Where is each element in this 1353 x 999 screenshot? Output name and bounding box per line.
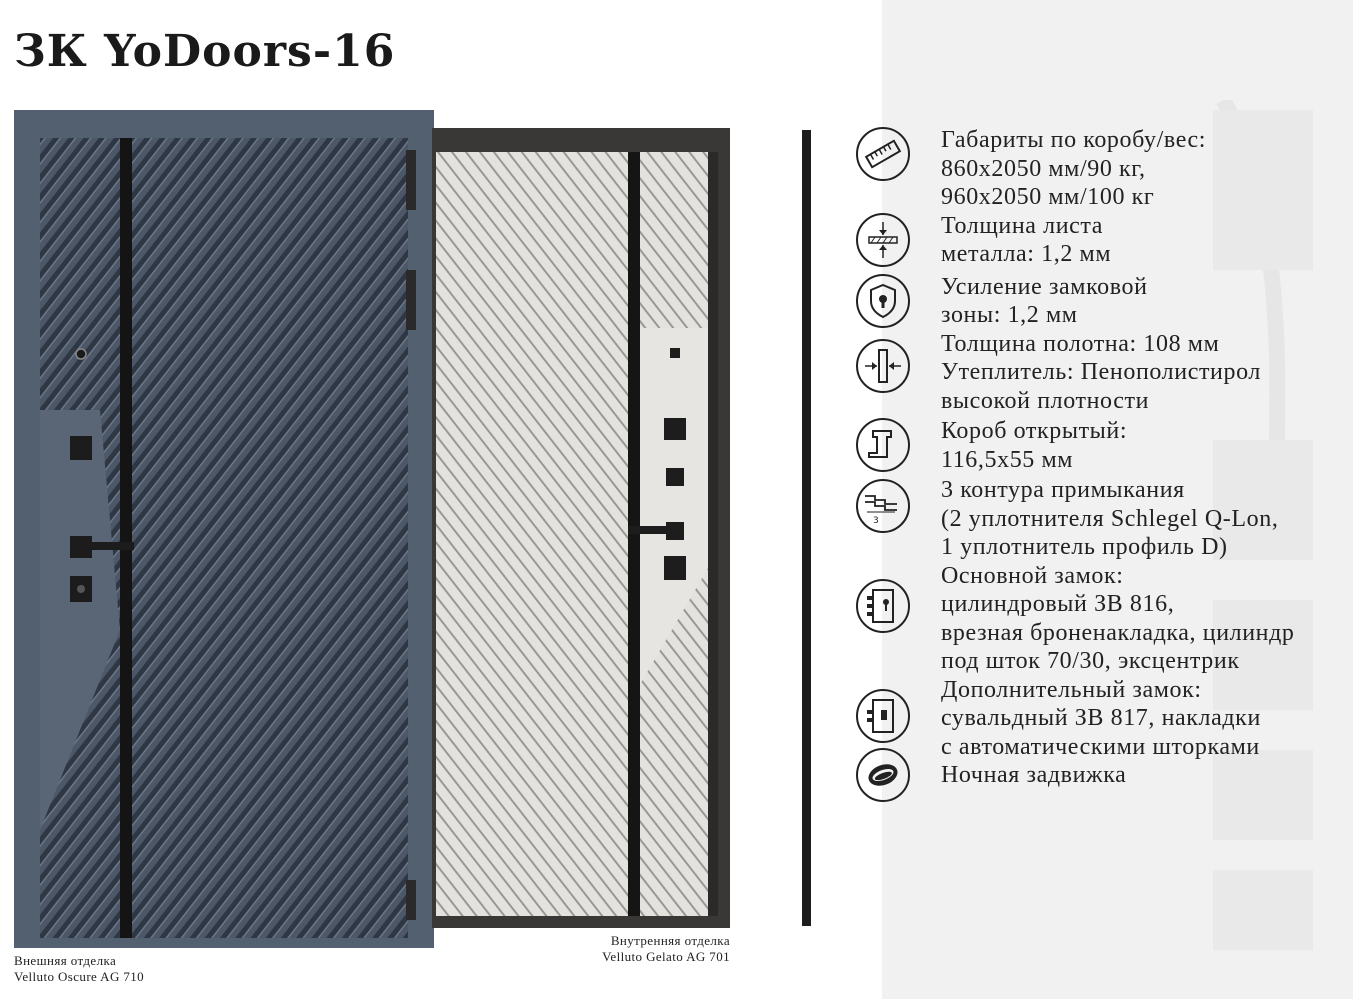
spec-item-dimensions: Габариты по коробу/вес: 860х2050 мм/90 к… <box>855 126 1335 212</box>
sheet-thickness-icon <box>855 212 911 268</box>
spec-line: Утеплитель: Пенополистирол <box>941 359 1261 385</box>
outer-finish-name: Velluto Oscure AG 710 <box>14 969 145 984</box>
spec-line: с автоматическими шторками <box>941 733 1260 760</box>
spec-item-sheet-thickness: Толщина листа металла: 1,2 мм <box>855 212 1335 269</box>
extra-lock-icon <box>855 688 911 744</box>
spec-line: 960х2050 мм/100 кг <box>941 184 1155 210</box>
spec-line: 860х2050 мм/90 кг, <box>941 155 1146 182</box>
brand-watermark <box>1213 100 1313 950</box>
spec-line: 1 уплотнитель профиль D) <box>941 534 1228 560</box>
spec-text: Усиление замковой зоны: 1,2 мм <box>941 273 1148 330</box>
inner-finish-caption: Внутренняя отделка Velluto Gelato AG 701 <box>588 933 730 965</box>
outer-finish-label: Внешняя отделка <box>14 953 117 968</box>
spec-text: Ночная задвижка <box>941 761 1126 790</box>
spec-line: Габариты по коробу/вес: <box>941 127 1207 153</box>
spec-line: металла: 1,2 мм <box>941 241 1112 267</box>
spec-line: Ночная задвижка <box>941 762 1127 788</box>
spec-item-extra-lock: Дополнительный замок: сувальдный ЗВ 817,… <box>855 676 1335 762</box>
page-title: ЗК YoDoors-16 <box>14 26 396 77</box>
spec-item-seal-contours: 3 3 контура примыкания (2 уплотнителя Sc… <box>855 476 1335 562</box>
spec-text: Толщина листа металла: 1,2 мм <box>941 212 1111 269</box>
spec-text: 3 контура примыкания (2 уплотнителя Schl… <box>941 476 1278 562</box>
inner-door-image <box>432 128 730 928</box>
spec-line: 116,5х55 мм <box>941 446 1074 473</box>
spec-line: под шток 70/30, эксцентрик <box>941 648 1240 674</box>
inner-door-drawing <box>432 128 730 928</box>
spec-line: Толщина листа <box>941 212 1104 239</box>
spec-text: Дополнительный замок: сувальдный ЗВ 817,… <box>941 676 1261 762</box>
spec-line: Основной замок: <box>941 562 1124 589</box>
spec-text: Габариты по коробу/вес: 860х2050 мм/90 к… <box>941 126 1206 212</box>
ruler-icon <box>855 126 911 182</box>
outer-finish-caption: Внешняя отделка Velluto Oscure AG 710 <box>14 953 144 985</box>
night-latch-icon <box>855 747 911 803</box>
outer-door-drawing <box>14 110 434 948</box>
spec-text: Толщина полотна: 108 мм Утеплитель: Пено… <box>941 330 1261 416</box>
spec-item-night-latch: Ночная задвижка <box>855 748 1335 803</box>
lock-shield-icon <box>855 273 911 329</box>
outer-door-image <box>14 110 434 948</box>
spec-line: Дополнительный замок: <box>941 676 1202 703</box>
spec-line: Толщина полотна: 108 мм <box>941 330 1220 357</box>
spec-item-lock-zone: Усиление замковой зоны: 1,2 мм <box>855 273 1335 330</box>
spec-item-main-lock: Основной замок: цилиндровый ЗВ 816, врез… <box>855 562 1335 676</box>
spec-line: 3 контура примыкания <box>941 477 1185 503</box>
spec-line: цилиндровый ЗВ 816, <box>941 591 1175 617</box>
spec-panel-background <box>882 0 1353 999</box>
vertical-divider <box>802 130 811 926</box>
leaf-thickness-icon <box>855 338 911 394</box>
spec-line: высокой плотности <box>941 387 1150 414</box>
spec-line: сувальдный ЗВ 817, накладки <box>941 705 1261 731</box>
spec-line: зоны: 1,2 мм <box>941 302 1078 328</box>
seal-contours-icon: 3 <box>855 478 911 534</box>
spec-list: Габариты по коробу/вес: 860х2050 мм/90 к… <box>855 126 1335 803</box>
spec-text: Короб открытый: 116,5х55 мм <box>941 417 1127 474</box>
frame-profile-icon <box>855 417 911 473</box>
spec-item-frame: Короб открытый: 116,5х55 мм <box>855 417 1335 474</box>
inner-finish-name: Velluto Gelato AG 701 <box>602 949 730 964</box>
svg-text:3: 3 <box>873 516 879 526</box>
inner-finish-label: Внутренняя отделка <box>610 933 730 948</box>
spec-line: Короб открытый: <box>941 418 1128 444</box>
main-lock-icon <box>855 578 911 634</box>
spec-line: врезная броненакладка, цилиндр <box>941 619 1295 646</box>
spec-text: Основной замок: цилиндровый ЗВ 816, врез… <box>941 562 1295 676</box>
spec-line: (2 уплотнителя Schlegel Q-Lon, <box>941 505 1279 532</box>
spec-line: Усиление замковой <box>941 273 1148 300</box>
spec-item-leaf-thickness: Толщина полотна: 108 мм Утеплитель: Пено… <box>855 330 1335 416</box>
